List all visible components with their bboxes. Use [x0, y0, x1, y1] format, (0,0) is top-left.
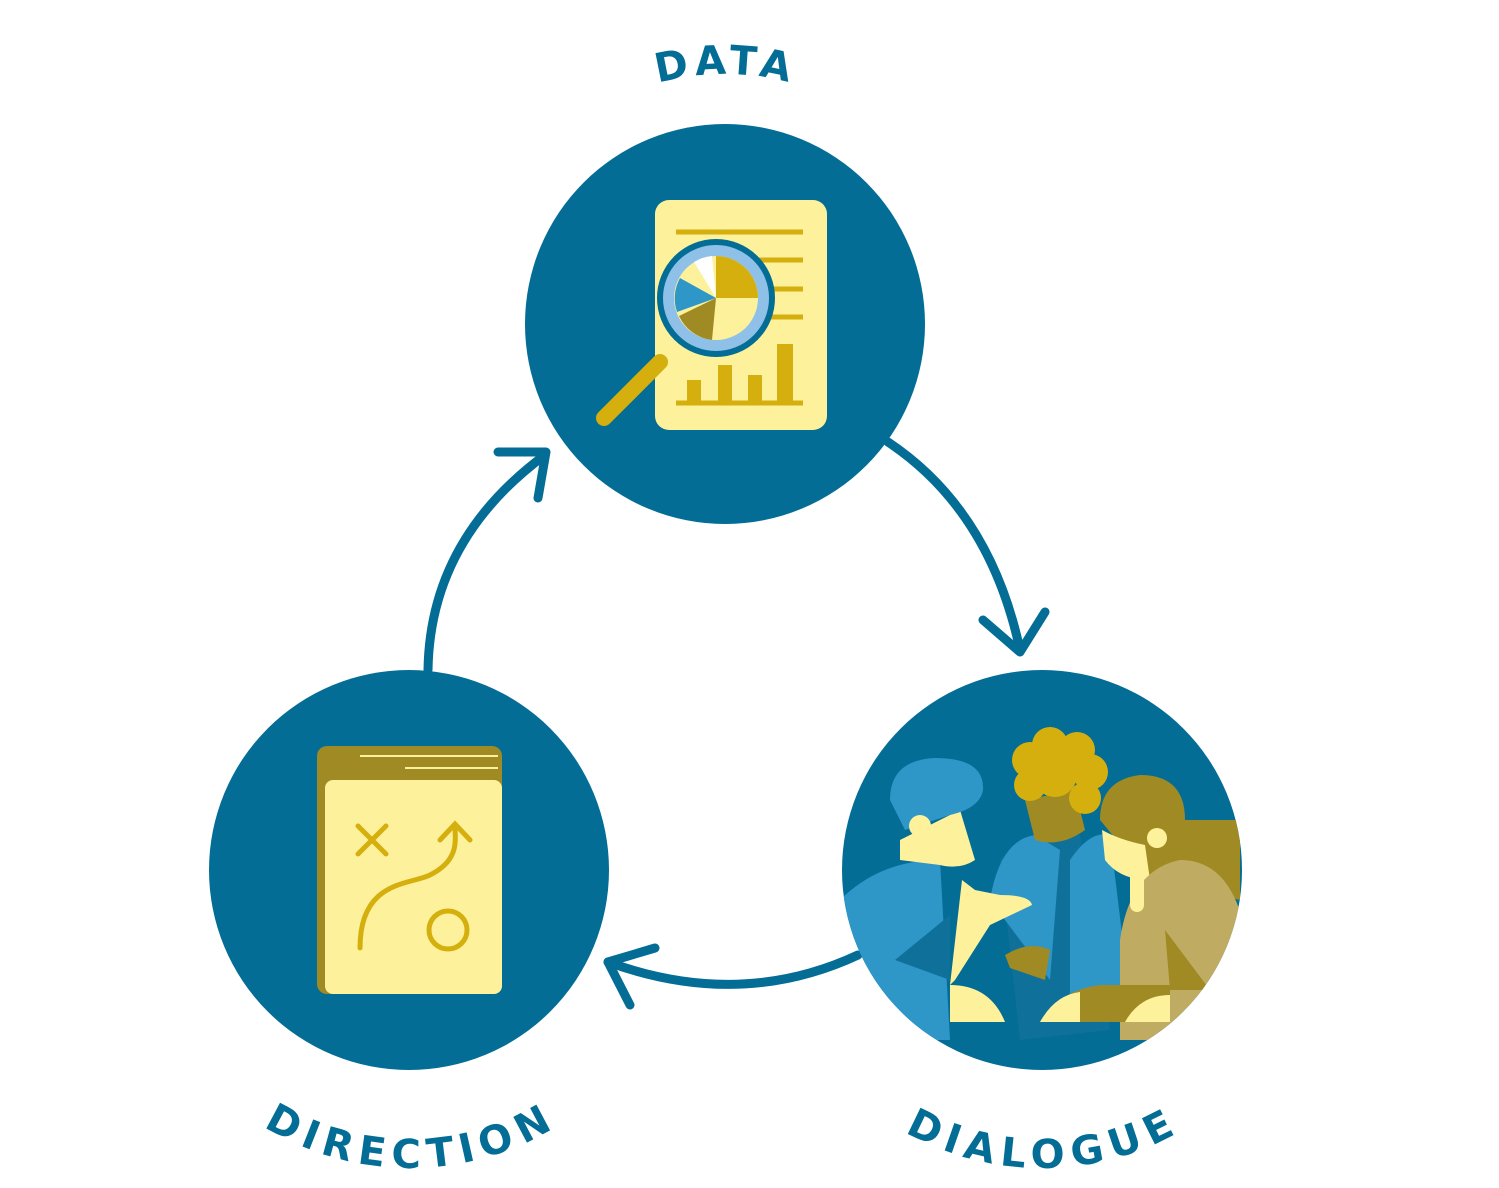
arrow-dialogue-to-direction — [603, 943, 863, 1010]
label-direction: DIRECTION — [258, 1095, 561, 1178]
arrow-direction-to-data — [423, 447, 551, 675]
node-direction — [209, 670, 609, 1070]
arrow-data-to-dialogue — [883, 437, 1050, 657]
label-data: DATA — [651, 38, 800, 93]
node-dialogue — [842, 670, 1242, 1070]
magnifier-report-icon — [596, 200, 827, 430]
node-data — [525, 124, 925, 524]
label-dialogue: DIALOGUE — [900, 1100, 1184, 1179]
strategy-book-icon — [317, 746, 502, 994]
people-discussion-icon — [842, 727, 1242, 1040]
